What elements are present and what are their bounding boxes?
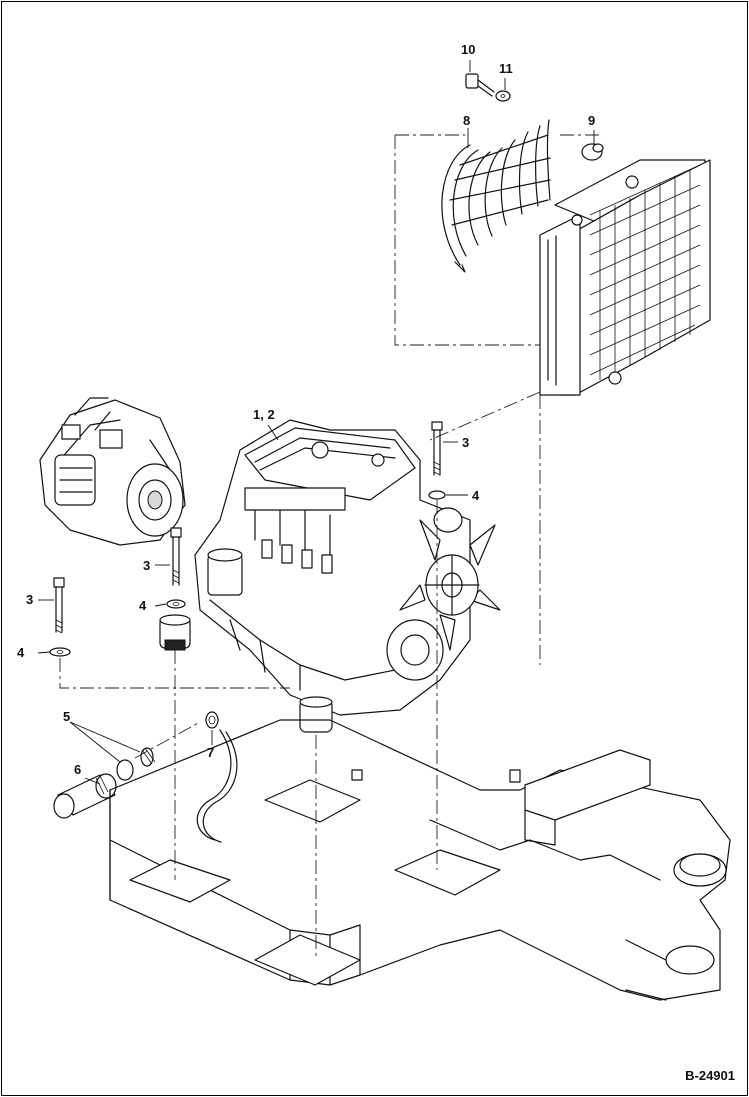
hydraulic-pump <box>39 397 186 546</box>
washer-4-mid <box>166 599 186 609</box>
callout-label-4-mid: 4 <box>139 598 147 613</box>
callout-label-6: 6 <box>74 762 82 777</box>
callout-label-4-left: 4 <box>17 645 25 660</box>
engine <box>194 419 501 716</box>
callout-label-3-left: 3 <box>26 592 34 607</box>
callout-label-9: 9 <box>588 113 596 128</box>
washer-4-left <box>49 647 71 657</box>
bolt-3-mid <box>170 527 182 586</box>
callout-label-10: 10 <box>461 42 476 57</box>
washer-11 <box>495 90 511 102</box>
upper-frame <box>109 719 731 1001</box>
engine-mount-left <box>159 614 191 651</box>
callout-label-11: 11 <box>499 61 513 76</box>
bolt-3-right <box>431 421 443 476</box>
washer-4-right <box>428 490 446 500</box>
callout-label-4-right: 4 <box>472 488 480 503</box>
spacer-9 <box>581 143 604 161</box>
callout-label-8: 8 <box>463 113 471 128</box>
bolt-10 <box>465 73 495 97</box>
callout-label-3-mid: 3 <box>143 558 151 573</box>
callout-label-7: 7 <box>207 745 215 760</box>
coupling-sleeve-6 <box>53 773 117 819</box>
cooling-fan <box>399 519 501 651</box>
bolt-3-left <box>53 577 65 634</box>
callout-label-5: 5 <box>63 709 71 724</box>
callout-label-3-right: 3 <box>462 435 470 450</box>
callout-label-engine: 1, 2 <box>253 407 275 422</box>
document-number: B-24901 <box>685 1068 735 1083</box>
radiator <box>539 159 711 396</box>
engine-mount-center <box>299 696 333 733</box>
coupling-5 <box>116 747 156 781</box>
snap-ring-7 <box>205 711 219 729</box>
fan-guard <box>441 119 551 273</box>
